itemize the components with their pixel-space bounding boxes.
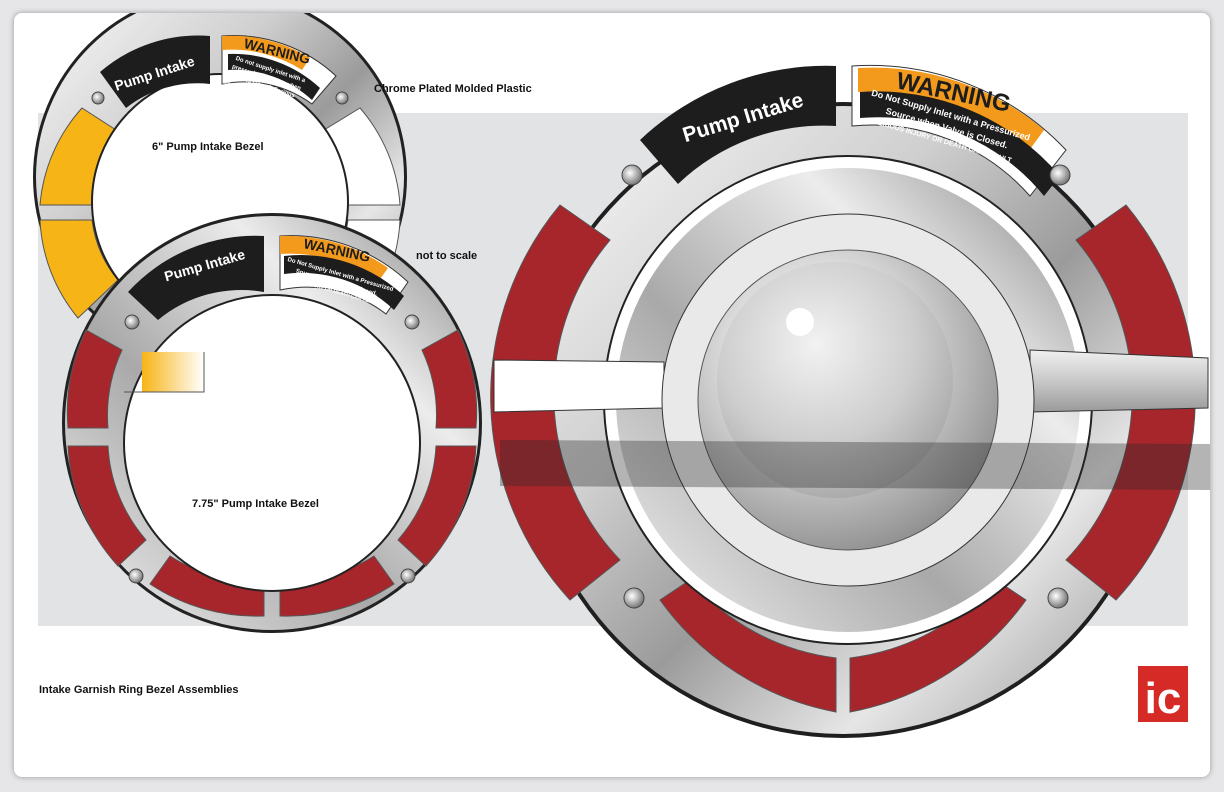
badge-pump-intake-large: [640, 65, 836, 184]
badge-pump-intake-small: [100, 35, 210, 108]
dome-cap: [717, 262, 953, 498]
bezel-artwork: Pump Intake WARNING Do not supply inlet …: [33, 13, 1210, 738]
red-pad-left-lower: [67, 445, 147, 567]
red-pad-large-bottom-left: [659, 579, 837, 713]
ic-logo-text: ic: [1145, 674, 1182, 723]
label-not-to-scale: not to scale: [416, 250, 478, 262]
red-pad-left-upper: [66, 329, 123, 429]
bezel-assembly-large: [490, 64, 1210, 738]
label-bezel-small: 6" Pump Intake Bezel: [152, 141, 264, 153]
badge-pump-intake-medium: [128, 235, 264, 320]
valve-handle: [493, 359, 665, 413]
label-assemblies: Intake Garnish Ring Bezel Assemblies: [39, 684, 239, 696]
label-bezel-medium: 7.75" Pump Intake Bezel: [192, 498, 319, 510]
red-pad-right-lower: [397, 445, 477, 567]
bezel-7-75-inch: [62, 213, 482, 633]
red-pad-large-left: [490, 204, 621, 601]
red-pad-large-right: [1065, 204, 1196, 601]
drawing-sheet: Pump Intake WARNING Do not supply inlet …: [14, 13, 1210, 777]
red-pad-right-upper: [421, 329, 478, 429]
label-material: Chrome Plated Molded Plastic: [374, 83, 532, 95]
yellow-pad-lower: [39, 219, 119, 319]
ic-logo: ic: [1138, 666, 1188, 723]
